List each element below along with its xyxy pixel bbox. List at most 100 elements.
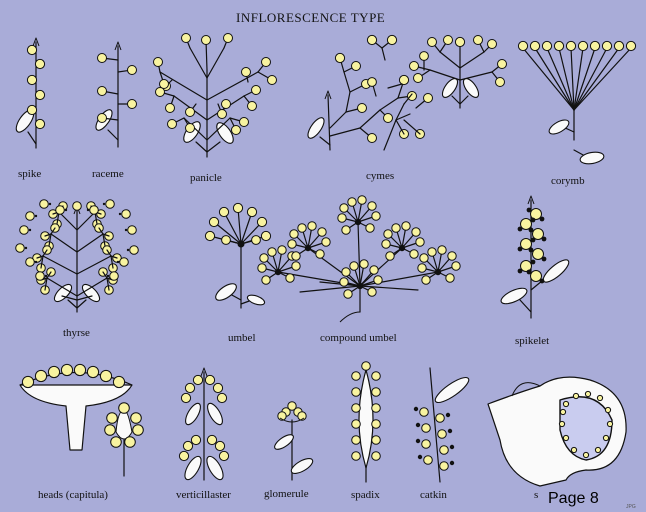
stem-line [28, 132, 36, 144]
flower-dot [240, 118, 249, 127]
flower-dot [90, 206, 99, 215]
flower-dot [113, 376, 124, 387]
flower-dot [20, 226, 29, 235]
stem-line [328, 95, 330, 150]
flower-dot [436, 414, 445, 423]
stem-line [460, 96, 468, 104]
node-dot [87, 209, 89, 211]
flower-dot [344, 290, 352, 298]
stem-line [520, 300, 531, 312]
flower-dot [205, 375, 214, 384]
flower-dot [268, 76, 277, 85]
flower-dot [438, 246, 446, 254]
flower-dot [262, 276, 270, 284]
flower-dot [120, 258, 129, 267]
flower-dot [205, 231, 214, 240]
stem-line [382, 48, 385, 60]
stem-line [330, 112, 346, 128]
flower-dot [242, 68, 251, 77]
flower-dot [410, 62, 419, 71]
flower-dot [182, 34, 191, 43]
flower-dot [440, 462, 449, 471]
stem-line [77, 300, 86, 308]
bract-dot [542, 237, 547, 242]
node-dot [49, 203, 51, 205]
flower-dot [290, 230, 298, 238]
stem-line [59, 212, 77, 230]
leaf-shape [432, 374, 472, 407]
flower-dot [402, 222, 410, 230]
bract-dot [238, 241, 245, 248]
corner-mark: JPG [626, 504, 636, 510]
leaf-shape [205, 401, 226, 427]
flower-dot [414, 74, 423, 83]
flower-dot [128, 100, 137, 109]
flower-dot [98, 87, 107, 96]
page-number: Page 8 [548, 490, 599, 508]
stem-line [384, 120, 396, 150]
flower-dot [563, 401, 568, 406]
panicle-diagram [154, 34, 277, 158]
flower-dot [448, 252, 456, 260]
flower-dot [107, 413, 118, 424]
bract-dot [518, 247, 523, 252]
label-raceme: raceme [92, 168, 124, 180]
node-dot [127, 249, 129, 251]
flower-dot [531, 271, 542, 282]
stem-line [460, 72, 492, 80]
outline-path [116, 410, 132, 439]
spikelet-diagram [499, 196, 572, 318]
flower-dot [224, 34, 233, 43]
flower-dot [578, 41, 587, 50]
flower-dot [40, 200, 49, 209]
flower-dot [416, 238, 424, 246]
flower-dot [222, 100, 231, 109]
leaf-shape [499, 285, 529, 307]
label-verticillaster: verticillaster [176, 489, 231, 501]
bract-dot [531, 260, 536, 265]
flower-dot [563, 435, 568, 440]
flower-dot [219, 207, 228, 216]
flower-dot [521, 219, 532, 230]
stem-line [51, 234, 77, 252]
bract-dot [450, 461, 454, 465]
flower-dot [372, 404, 381, 413]
stem-line [320, 137, 330, 145]
bract-dot [416, 439, 420, 443]
flower-dot [193, 375, 202, 384]
flower-dot [133, 425, 144, 436]
stem-line [344, 72, 350, 92]
flower-dot [26, 212, 35, 221]
stem-line [196, 142, 207, 152]
flower-dot [488, 40, 497, 49]
catkin-diagram [414, 368, 472, 482]
stem-line [547, 48, 574, 110]
flower-dot [35, 90, 44, 99]
flower-dot [166, 104, 175, 113]
node-dot [103, 203, 105, 205]
flower-dot [585, 391, 590, 396]
flower-dot [111, 437, 122, 448]
stem-line [330, 128, 360, 136]
flower-dot [542, 41, 551, 50]
flower-dot [533, 249, 544, 260]
flower-dot [248, 102, 257, 111]
flower-dot [292, 262, 300, 270]
flower-dot [73, 202, 82, 211]
node-dot [25, 247, 27, 249]
label-syconium-partial: s [534, 489, 538, 501]
flower-dot [560, 409, 565, 414]
flower-dot [452, 262, 460, 270]
flower-dot [128, 66, 137, 75]
flower-dot [181, 393, 190, 402]
flower-dot [366, 224, 374, 232]
flower-dot [215, 441, 224, 450]
flower-dot [372, 372, 381, 381]
flower-dot [408, 92, 417, 101]
label-panicle: panicle [190, 172, 222, 184]
flower-dot [614, 41, 623, 50]
flower-dot [420, 254, 428, 262]
stem-line [190, 48, 207, 78]
flower-dot [387, 35, 396, 44]
